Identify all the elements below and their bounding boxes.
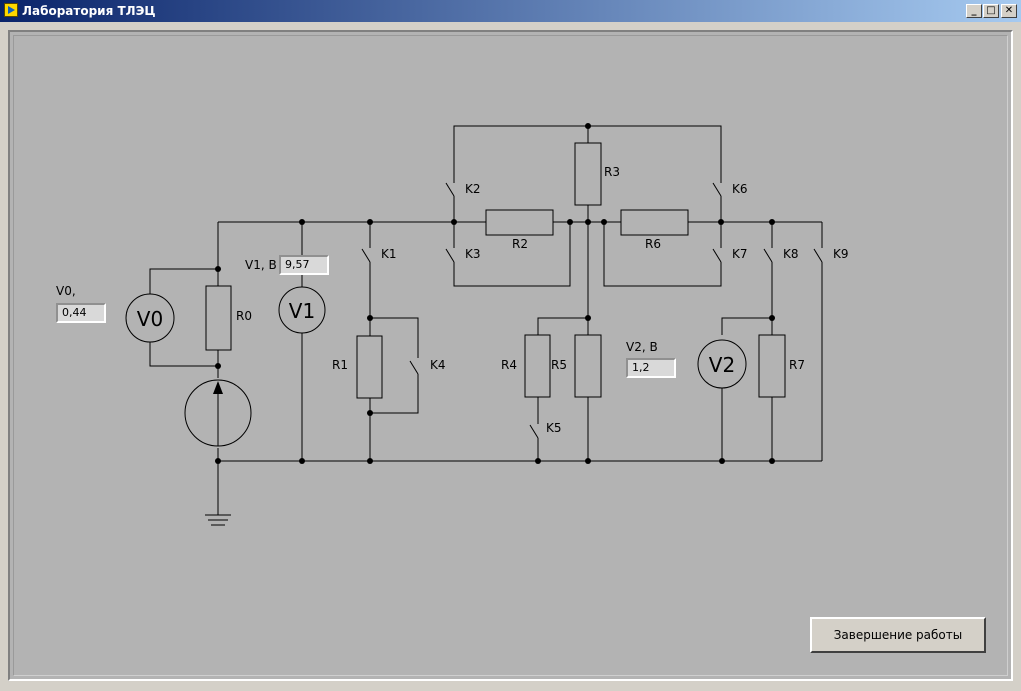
v1-caption: V1, В — [245, 258, 277, 272]
k7-label: K7 — [732, 247, 748, 261]
v1-symbol: V1 — [289, 299, 315, 323]
k2-label: K2 — [465, 182, 481, 196]
junction-dots — [215, 123, 775, 464]
title-bar: Лаборатория ТЛЭЦ _ □ ✕ — [0, 0, 1021, 22]
wire-center — [537, 222, 589, 461]
maximize-button[interactable]: □ — [983, 4, 999, 18]
wire-k7-loop — [603, 222, 722, 287]
resistor-r3 — [574, 142, 602, 206]
resistor-r5 — [574, 334, 602, 398]
resistor-r4 — [524, 334, 551, 398]
v0-readout: 0,44 — [56, 303, 106, 323]
switch-k4 — [409, 360, 419, 375]
resistor-r1 — [356, 335, 383, 399]
k4-label: K4 — [430, 358, 446, 372]
wire-v0 — [149, 268, 218, 367]
k6-label: K6 — [732, 182, 748, 196]
r2-label: R2 — [512, 237, 528, 251]
v1-readout: 9,57 — [279, 255, 329, 275]
resistor-r7 — [758, 334, 786, 398]
r3-label: R3 — [604, 165, 620, 179]
close-button[interactable]: ✕ — [1001, 4, 1017, 18]
voltmeter-v2 — [697, 339, 747, 389]
r1-label: R1 — [332, 358, 348, 372]
v0-symbol: V0 — [137, 307, 163, 331]
resistor-r6 — [620, 209, 689, 236]
k5-label: K5 — [546, 421, 562, 435]
voltmeter-v1 — [278, 286, 326, 334]
r5-label: R5 — [551, 358, 567, 372]
window-title: Лаборатория ТЛЭЦ — [22, 4, 156, 18]
source-arrow — [213, 381, 223, 394]
circuit-panel — [8, 30, 1013, 681]
switch-k7 — [712, 248, 722, 263]
k3-label: K3 — [465, 247, 481, 261]
switch-k6 — [712, 182, 722, 197]
finish-button[interactable]: Завершение работы — [810, 617, 986, 653]
ground-icon — [205, 514, 231, 526]
v2-caption: V2, В — [626, 340, 658, 354]
r6-label: R6 — [645, 237, 661, 251]
wire-r7 — [721, 222, 773, 461]
k8-label: K8 — [783, 247, 799, 261]
r7-label: R7 — [789, 358, 805, 372]
k9-label: K9 — [833, 247, 849, 261]
switch-k8 — [763, 248, 773, 263]
switch-k9 — [813, 248, 823, 263]
labview-icon[interactable] — [4, 3, 18, 17]
r4-label: R4 — [501, 358, 517, 372]
switch-k3 — [445, 248, 455, 263]
resistor-r2 — [485, 209, 554, 236]
switch-k1 — [361, 248, 371, 263]
wire-r1 — [369, 222, 419, 461]
minimize-button[interactable]: _ — [966, 4, 982, 18]
v2-readout: 1,2 — [626, 358, 676, 378]
v2-symbol: V2 — [709, 353, 735, 377]
switch-k5 — [529, 424, 539, 439]
voltmeter-v0 — [125, 293, 175, 343]
wire-k3-loop — [453, 222, 571, 287]
switch-k2 — [445, 182, 455, 197]
v0-caption: V0, — [56, 284, 76, 298]
resistor-r0 — [205, 285, 232, 351]
k1-label: K1 — [381, 247, 397, 261]
r0-label: R0 — [236, 309, 252, 323]
